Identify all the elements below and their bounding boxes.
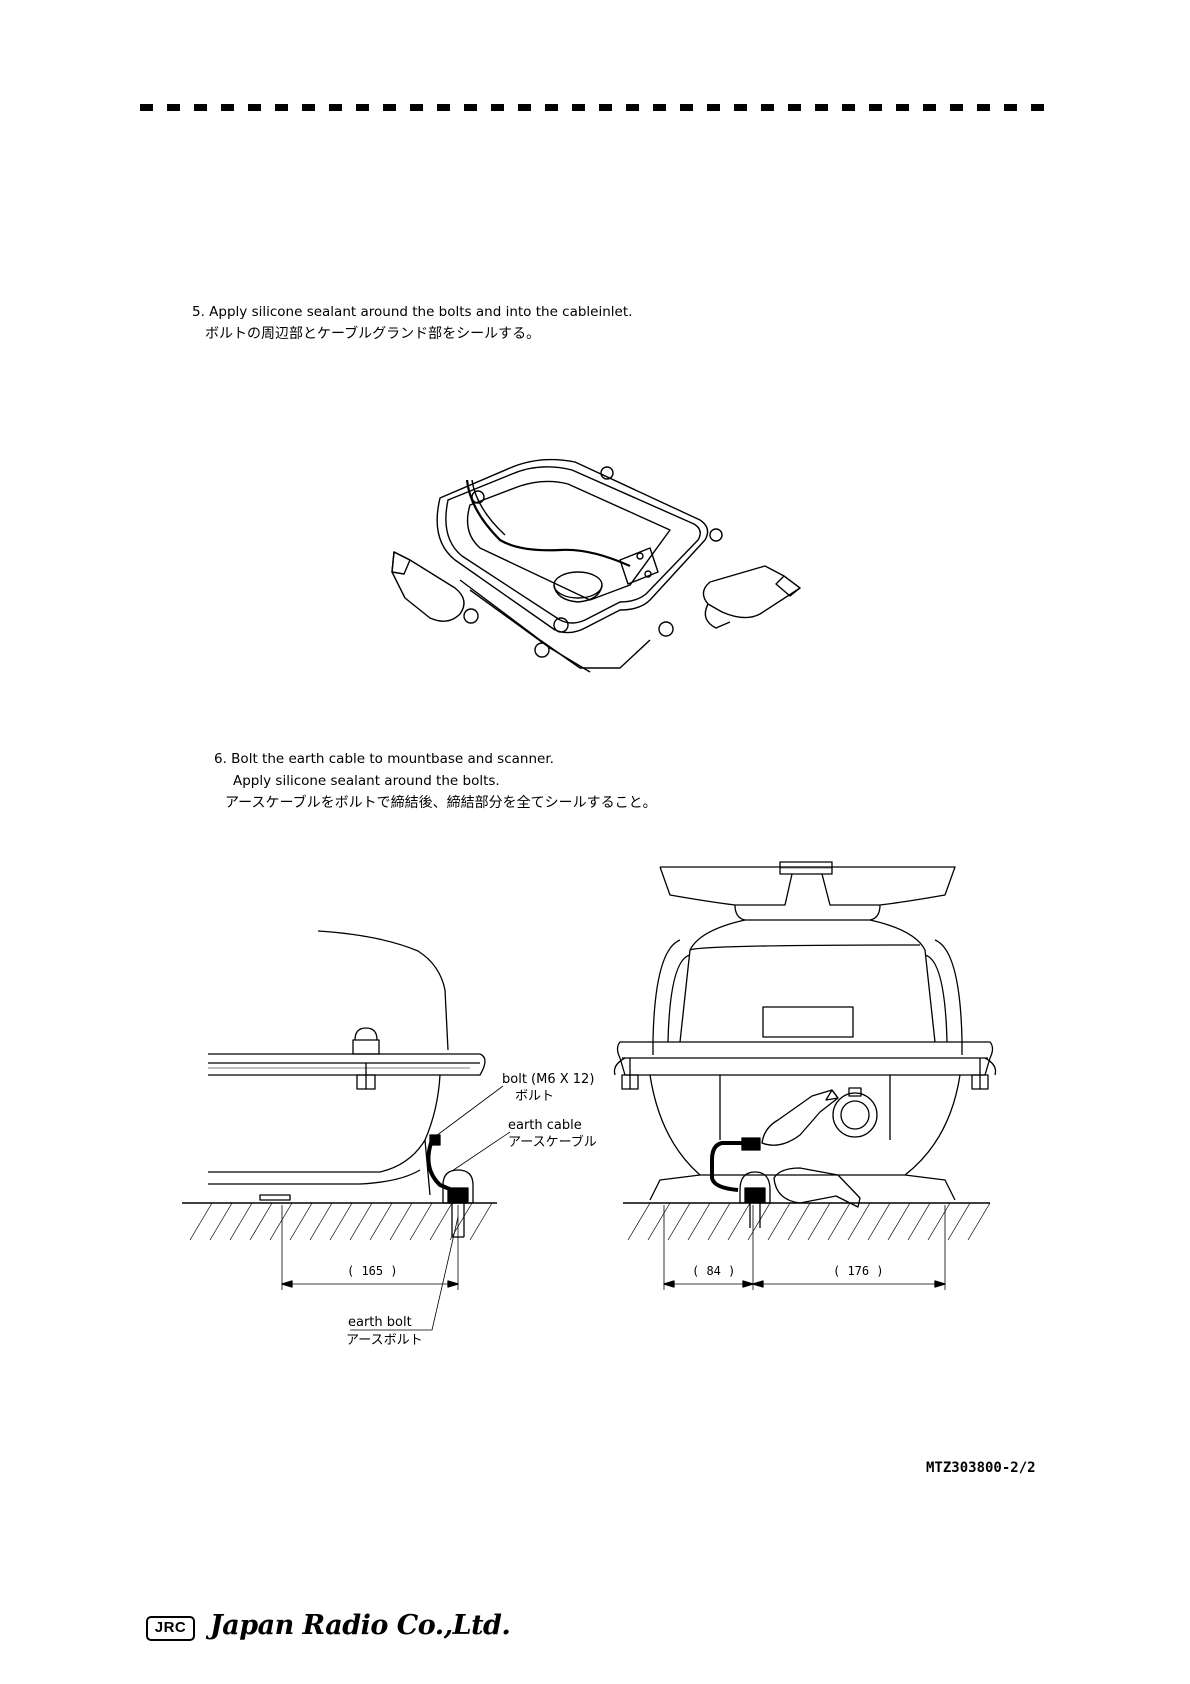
step5-instruction-jp: ボルトの周辺部とケーブルグランド部をシールする。	[205, 326, 541, 342]
step6-instruction-en-1: 6. Bolt the earth cable to mountbase and…	[214, 751, 554, 767]
company-logo-name: Japan Radio Co.,Ltd.	[210, 1610, 511, 1641]
top-dashed-rule	[140, 104, 1056, 111]
callout-earth-bolt-en: earth bolt	[348, 1315, 412, 1330]
callout-earth-cable-en: earth cable	[508, 1118, 582, 1133]
callout-bolt-jp: ボルト	[515, 1089, 555, 1104]
callout-earth-cable-jp: アースケーブル	[508, 1135, 597, 1150]
step6-instruction-jp: アースケーブルをボルトで締結後、締結部分を全てシールすること。	[225, 795, 657, 811]
callout-bolt-en: bolt (M6 X 12)	[502, 1072, 595, 1087]
dimension-front-right: ( 176 )	[833, 1264, 884, 1278]
callout-earth-bolt-jp: アースボルト	[346, 1333, 423, 1348]
document-code: MTZ303800-2/2	[926, 1460, 1036, 1476]
dimension-side-width: ( 165 )	[347, 1264, 398, 1278]
step6-instruction-en-2: Apply silicone sealant around the bolts.	[233, 773, 500, 789]
dimension-front-left: ( 84 )	[692, 1264, 736, 1278]
step5-instruction-en: 5. Apply silicone sealant around the bol…	[192, 304, 633, 320]
jrc-logo-badge: JRC	[146, 1616, 195, 1641]
